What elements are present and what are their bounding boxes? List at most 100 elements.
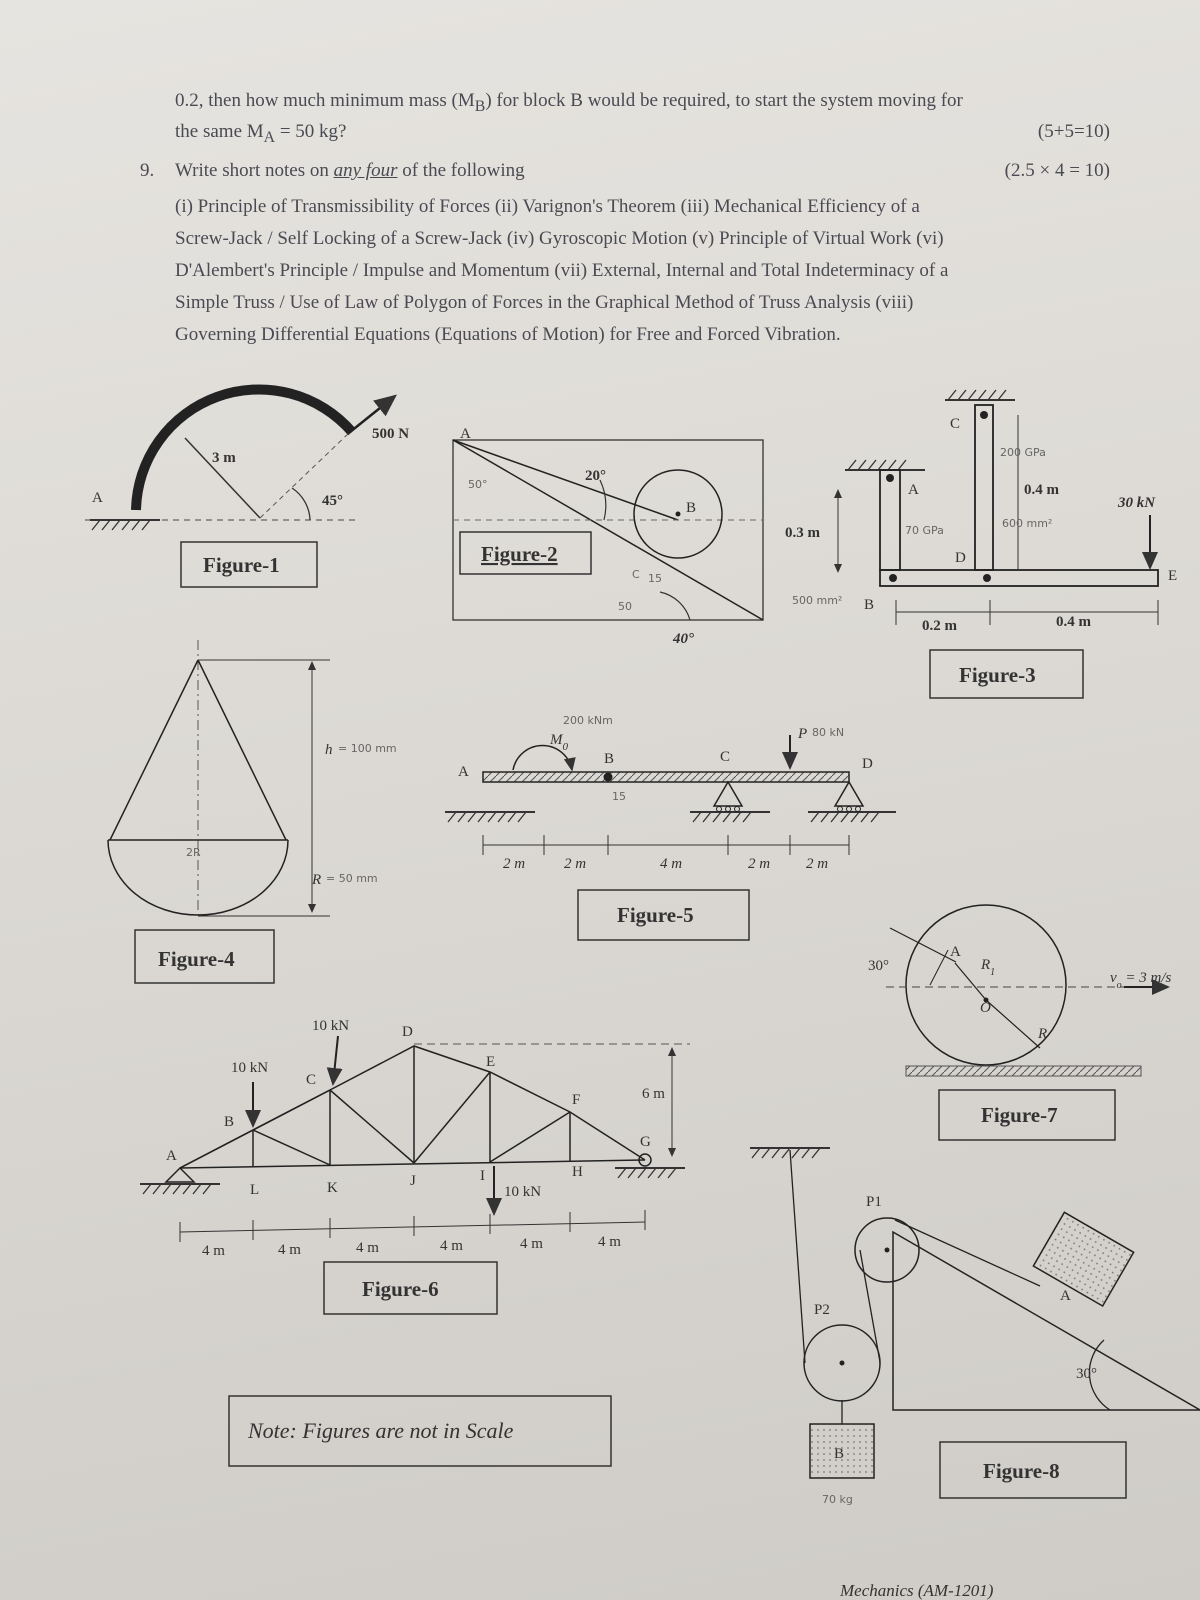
fig1-angle-label: 45° [322, 493, 343, 509]
fig8-block-b [809, 1423, 875, 1479]
fig3-note-200: 200 GPa [1000, 446, 1046, 459]
figure-8: P1 P2 A B 30° 70 kg Figure-8 [750, 1147, 1200, 1506]
fig6-node-e: E [486, 1054, 495, 1070]
fig3-point-c: C [950, 416, 960, 432]
fig3-note-500: 500 mm² [792, 594, 842, 607]
fig1-force-label: 500 N [372, 426, 409, 442]
fig5-dim-1: 2 m [503, 856, 525, 872]
fig6-load-c [326, 1035, 343, 1086]
fig8-mass-note: 70 kg [822, 1493, 853, 1506]
fig8-caption: Figure-8 [983, 1459, 1060, 1483]
fig1-force-arrow [349, 394, 397, 433]
fig8-rope-top [894, 1219, 1041, 1287]
fig7-ground [905, 1065, 1142, 1077]
fig1-arch [131, 384, 356, 511]
fig5-point-c: C [720, 749, 730, 765]
fig6-dim-4: 4 m [440, 1238, 463, 1254]
figure-3: A B C D E 0.3 m 0.4 m 0.2 m 0.4 m 30 kN … [785, 389, 1177, 699]
fig6-dim-1: 4 m [202, 1243, 225, 1259]
note-box [228, 1395, 612, 1467]
fig8-rope-left [789, 1149, 806, 1364]
fig3-point-b: B [864, 597, 874, 613]
intro-sub: B [474, 97, 486, 115]
fig8-pulley-p1 [854, 1217, 920, 1283]
fig8-block-a [1032, 1211, 1135, 1308]
fig5-point-a: A [458, 764, 469, 780]
fig5-moment-label: M0 [549, 732, 569, 753]
question9-item-line-4: Simple Truss / Use of Law of Polygon of … [175, 292, 914, 313]
fig3-point-a: A [908, 482, 919, 498]
fig6-load-b-label: 10 kN [231, 1060, 268, 1076]
fig5-load-label: P [797, 726, 807, 742]
fig5-hinge-b [603, 772, 613, 782]
fig3-dim-04-bottom: 0.4 m [1056, 614, 1092, 630]
fig6-node-h: H [572, 1164, 583, 1180]
figure-5: A B C D M0 200 kNm P 80 kN 15 2 m 2 m 4 … [445, 714, 896, 941]
intro-text-2: the same M [175, 121, 264, 142]
note-text: Note: Figures are not in Scale [247, 1418, 514, 1443]
fig7-r-label: R [1037, 1026, 1047, 1042]
fig1-radius-label: 3 m [212, 450, 236, 466]
fig4-label-h-val: = 100 mm [338, 742, 397, 755]
fig8-caption-box [939, 1441, 1127, 1499]
fig6-load-c-label: 10 kN [312, 1018, 349, 1034]
fig7-caption: Figure-7 [981, 1103, 1058, 1127]
fig5-ground-hatch [447, 811, 880, 823]
question9-item-line-2: Screw-Jack / Self Locking of a Screw-Jac… [175, 228, 944, 249]
fig5-dim-5: 2 m [806, 856, 828, 872]
fig2-angle-top: 20° [585, 468, 606, 484]
fig5-caption: Figure-5 [617, 903, 694, 927]
fig7-wheel [905, 904, 1067, 1066]
question9-text: Write short notes on [175, 160, 329, 181]
fig3-rod-cd [974, 404, 994, 571]
figure-1: A 3 m 500 N 45° Figure-1 [85, 384, 409, 588]
fig5-caption-box [577, 889, 750, 941]
fig6-node-j: J [410, 1173, 416, 1189]
fig7-velocity-sub: o [1117, 980, 1122, 991]
footer-course: Mechanics (AM-1201) [839, 1581, 994, 1600]
fig6-truss [179, 1045, 646, 1169]
fig5-roller-d [833, 780, 865, 807]
fig3-dim-04-top: 0.4 m [1024, 482, 1060, 498]
fig8-pulley-p2-label: P2 [814, 1302, 830, 1318]
fig2-frame [452, 439, 764, 621]
fig4-cone-right [197, 659, 287, 841]
fig5-note-15: 15 [612, 790, 626, 803]
fig6-node-i: I [480, 1168, 485, 1184]
fig7-velocity-label: vo = 3 m/s [1110, 970, 1172, 991]
fig4-hemisphere [107, 839, 289, 916]
intro-text: 0.2, then how much minimum mass (M [175, 90, 475, 111]
fig5-beam [482, 771, 850, 783]
fig5-point-d: D [862, 756, 873, 772]
fig1-radius-line [184, 437, 261, 519]
question9-emph: any four [333, 160, 398, 181]
fig5-dim-4: 2 m [748, 856, 770, 872]
question9-item-line-3: D'Alembert's Principle / Impulse and Mom… [175, 260, 949, 281]
fig3-note-70: 70 GPa [905, 524, 944, 537]
fig3-dim-03: 0.3 m [785, 525, 821, 541]
question9-heading: Write short notes on any four of the fol… [175, 160, 1110, 182]
question9-item-line-5: Governing Differential Equations (Equati… [175, 324, 841, 345]
fig3-rod-ab [879, 469, 901, 571]
fig6-height-label: 6 m [642, 1086, 665, 1102]
intro-text-2-rest: = 50 kg? [275, 121, 347, 142]
fig5-load-note: 80 kN [812, 726, 844, 739]
fig6-node-c: C [306, 1072, 316, 1088]
fig8-rope-middle [859, 1249, 881, 1363]
fig2-incline [452, 439, 764, 621]
fig7-angle-label: 30° [868, 958, 889, 974]
fig2-note-15: 15 [648, 572, 662, 585]
fig2-cylinder [633, 469, 723, 559]
fig6-dim-3: 4 m [356, 1240, 379, 1256]
question9-item-line-1: (i) Principle of Transmissibility of For… [175, 196, 920, 217]
fig3-beam [879, 569, 1159, 587]
fig5-moment-arrow [512, 744, 576, 772]
fig2-angle-bottom: 40° [672, 631, 694, 647]
fig3-point-d: D [955, 550, 966, 566]
fig4-label-h: h [325, 742, 333, 758]
fig2-note-c: C [632, 568, 640, 581]
fig4-caption-box [134, 929, 275, 984]
fig2-point-a: A [460, 426, 471, 442]
fig3-caption: Figure-3 [959, 663, 1036, 687]
